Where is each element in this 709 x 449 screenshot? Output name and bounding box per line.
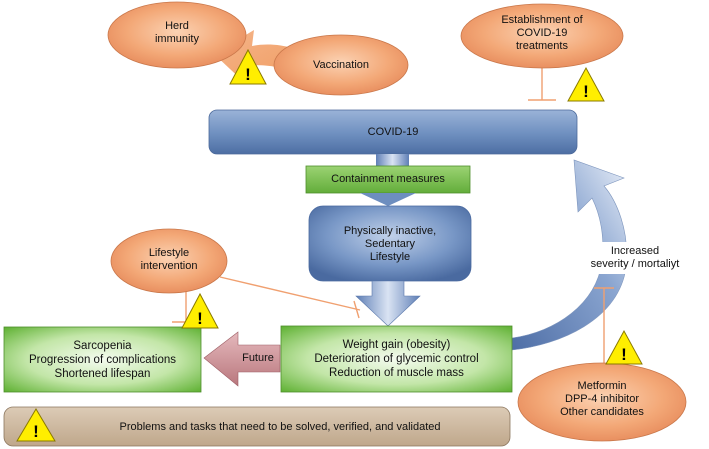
inactive-label: Physically inactive, Sedentary Lifestyle: [343, 224, 437, 263]
treatments-label: Establishment of COVID-19 treatments: [501, 13, 583, 52]
covid-label: COVID-19: [367, 125, 419, 138]
lifestyle-intervention-label: Lifestyle intervention: [140, 247, 198, 272]
svg-text:!: !: [197, 309, 203, 328]
containment-arrow: [360, 193, 416, 206]
drugs-ellipse: [517, 362, 687, 442]
svg-text:!: !: [583, 82, 589, 101]
weight-gain-label: Weight gain (obesity) Deterioration of g…: [314, 339, 479, 379]
svg-text:!: !: [621, 345, 627, 364]
warning-triangle-icon: !: [567, 66, 605, 102]
future-label: Future: [242, 351, 274, 364]
sarcopenia-label: Sarcopenia Progression of complications …: [28, 340, 176, 380]
herd-immunity-ellipse: [107, 1, 247, 69]
future-arrow: [203, 331, 281, 387]
vaccination-label: Vaccination: [312, 58, 370, 71]
lifestyle-intervention-ellipse: [110, 228, 228, 294]
warning-triangle-icon: !: [229, 48, 267, 85]
drugs-label: Metformin DPP-4 inhibitor Other candidat…: [560, 379, 644, 418]
warning-triangle-icon: !: [605, 329, 643, 365]
severity-label: Increased severity / mortaliyt: [568, 242, 702, 274]
containment-box: [305, 165, 471, 194]
svg-text:!: !: [245, 65, 251, 84]
herd-immunity-label: Herd immunity: [154, 20, 199, 45]
svg-text:!: !: [33, 422, 39, 441]
weight-gain-box: [280, 325, 513, 393]
vaccination-ellipse: [273, 34, 409, 96]
covid-connector: [376, 154, 409, 167]
warning-triangle-icon: !: [16, 408, 56, 442]
treatments-ellipse: [460, 3, 624, 69]
legend-label: Problems and tasks that need to be solve…: [119, 420, 441, 433]
containment-label: Containment measures: [331, 173, 445, 185]
warning-triangle-icon: !: [181, 292, 219, 329]
severity-feedback-arrow: [511, 159, 627, 351]
sarcopenia-box: [3, 326, 202, 393]
legend-box: [3, 406, 511, 447]
down-arrow: [355, 280, 421, 327]
